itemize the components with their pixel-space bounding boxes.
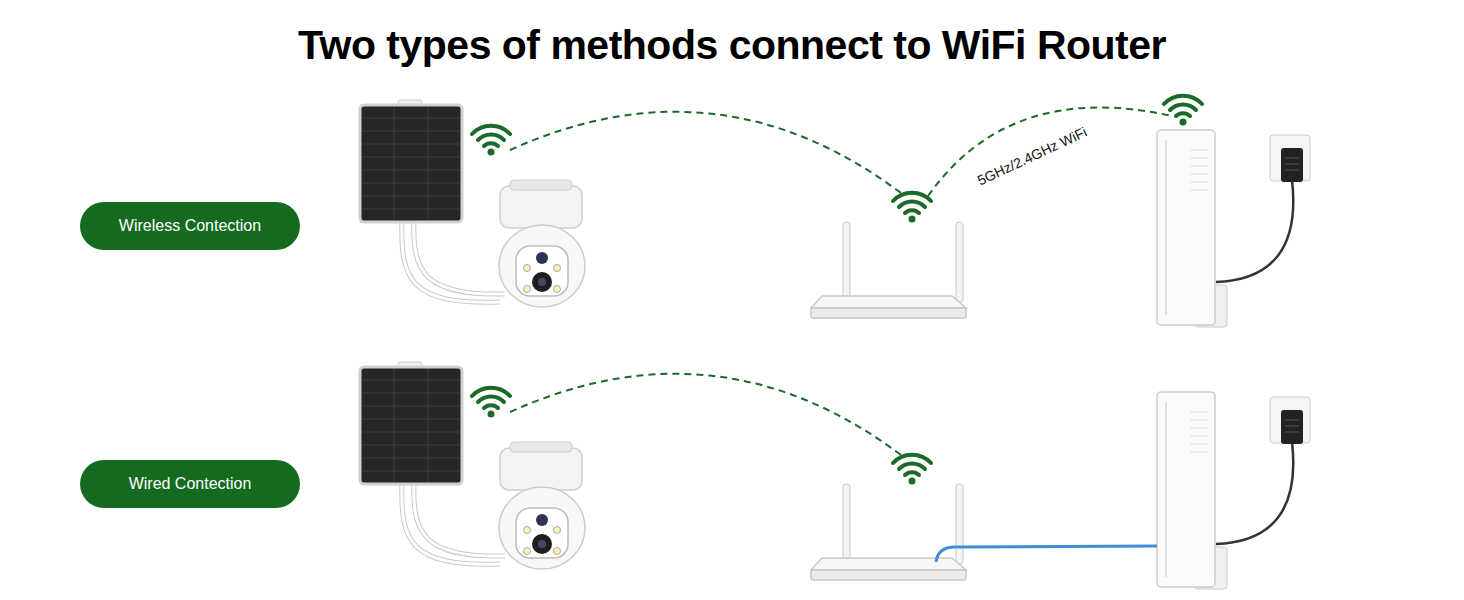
pill-label: Wireless Contection (119, 217, 261, 235)
band-label: 5GHz/2.4GHz WiFi (972, 122, 1092, 189)
wireless-row-illustration (360, 100, 1310, 327)
connection-pill: Wireless Contection (80, 202, 300, 250)
ethernet-cable (936, 546, 1157, 562)
wifi-link (928, 107, 1172, 196)
title: Two types of methods connect to WiFi Rou… (0, 22, 1464, 69)
wired-row-illustration (360, 362, 1310, 589)
wired-row (360, 362, 1310, 589)
connection-pill: Wired Contection (80, 460, 300, 508)
pill-label: Wired Contection (129, 475, 252, 493)
wifi-icon (1164, 96, 1202, 126)
